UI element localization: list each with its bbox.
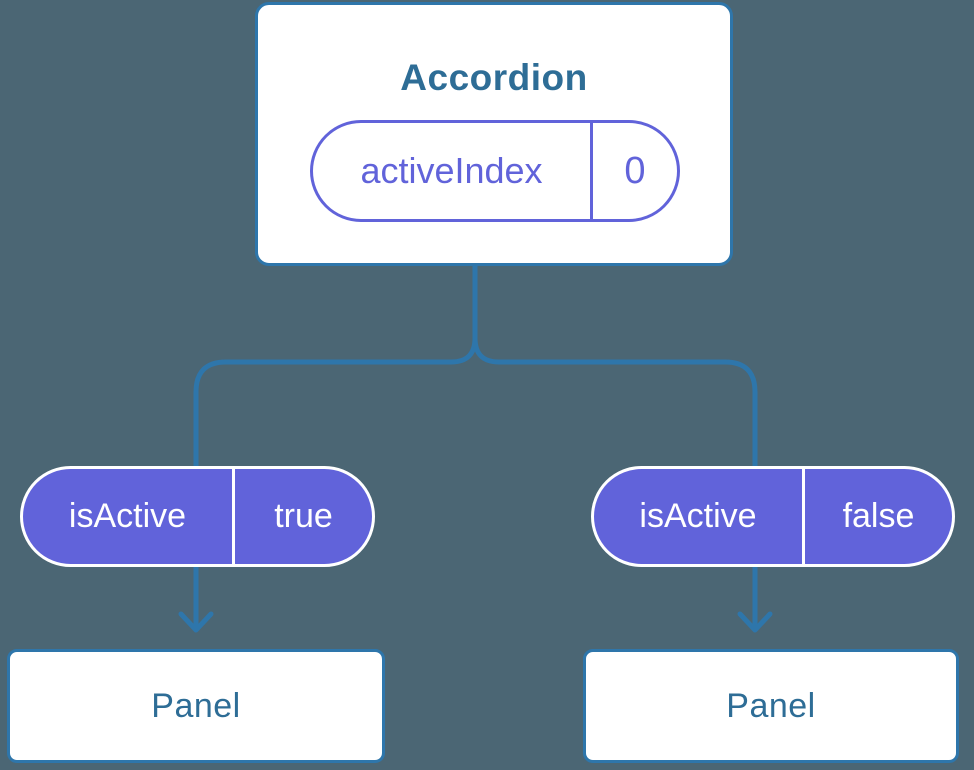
- panel-title: Panel: [726, 686, 816, 725]
- component-title: Accordion: [400, 57, 588, 98]
- arrowhead-right-icon: [737, 611, 773, 633]
- arrowhead-left-icon: [178, 611, 214, 633]
- connector-right-branch: [472, 263, 758, 630]
- prop-name: isActive: [594, 469, 805, 564]
- prop-value: true: [274, 497, 333, 535]
- prop-name: isActive: [23, 469, 235, 564]
- panel-component-card-right: Panel: [583, 649, 959, 763]
- state-pill-activeindex: activeIndex 0: [310, 120, 680, 222]
- panel-component-card-left: Panel: [7, 649, 385, 763]
- prop-pill-isactive-false: isActive false: [591, 466, 955, 567]
- panel-title: Panel: [151, 686, 241, 725]
- accordion-component-card: Accordion activeIndex 0: [255, 2, 733, 266]
- state-name: activeIndex: [313, 123, 593, 219]
- state-value: 0: [624, 149, 646, 192]
- connector-left-branch: [193, 263, 478, 630]
- prop-value: false: [842, 497, 915, 535]
- prop-pill-isactive-true: isActive true: [20, 466, 375, 567]
